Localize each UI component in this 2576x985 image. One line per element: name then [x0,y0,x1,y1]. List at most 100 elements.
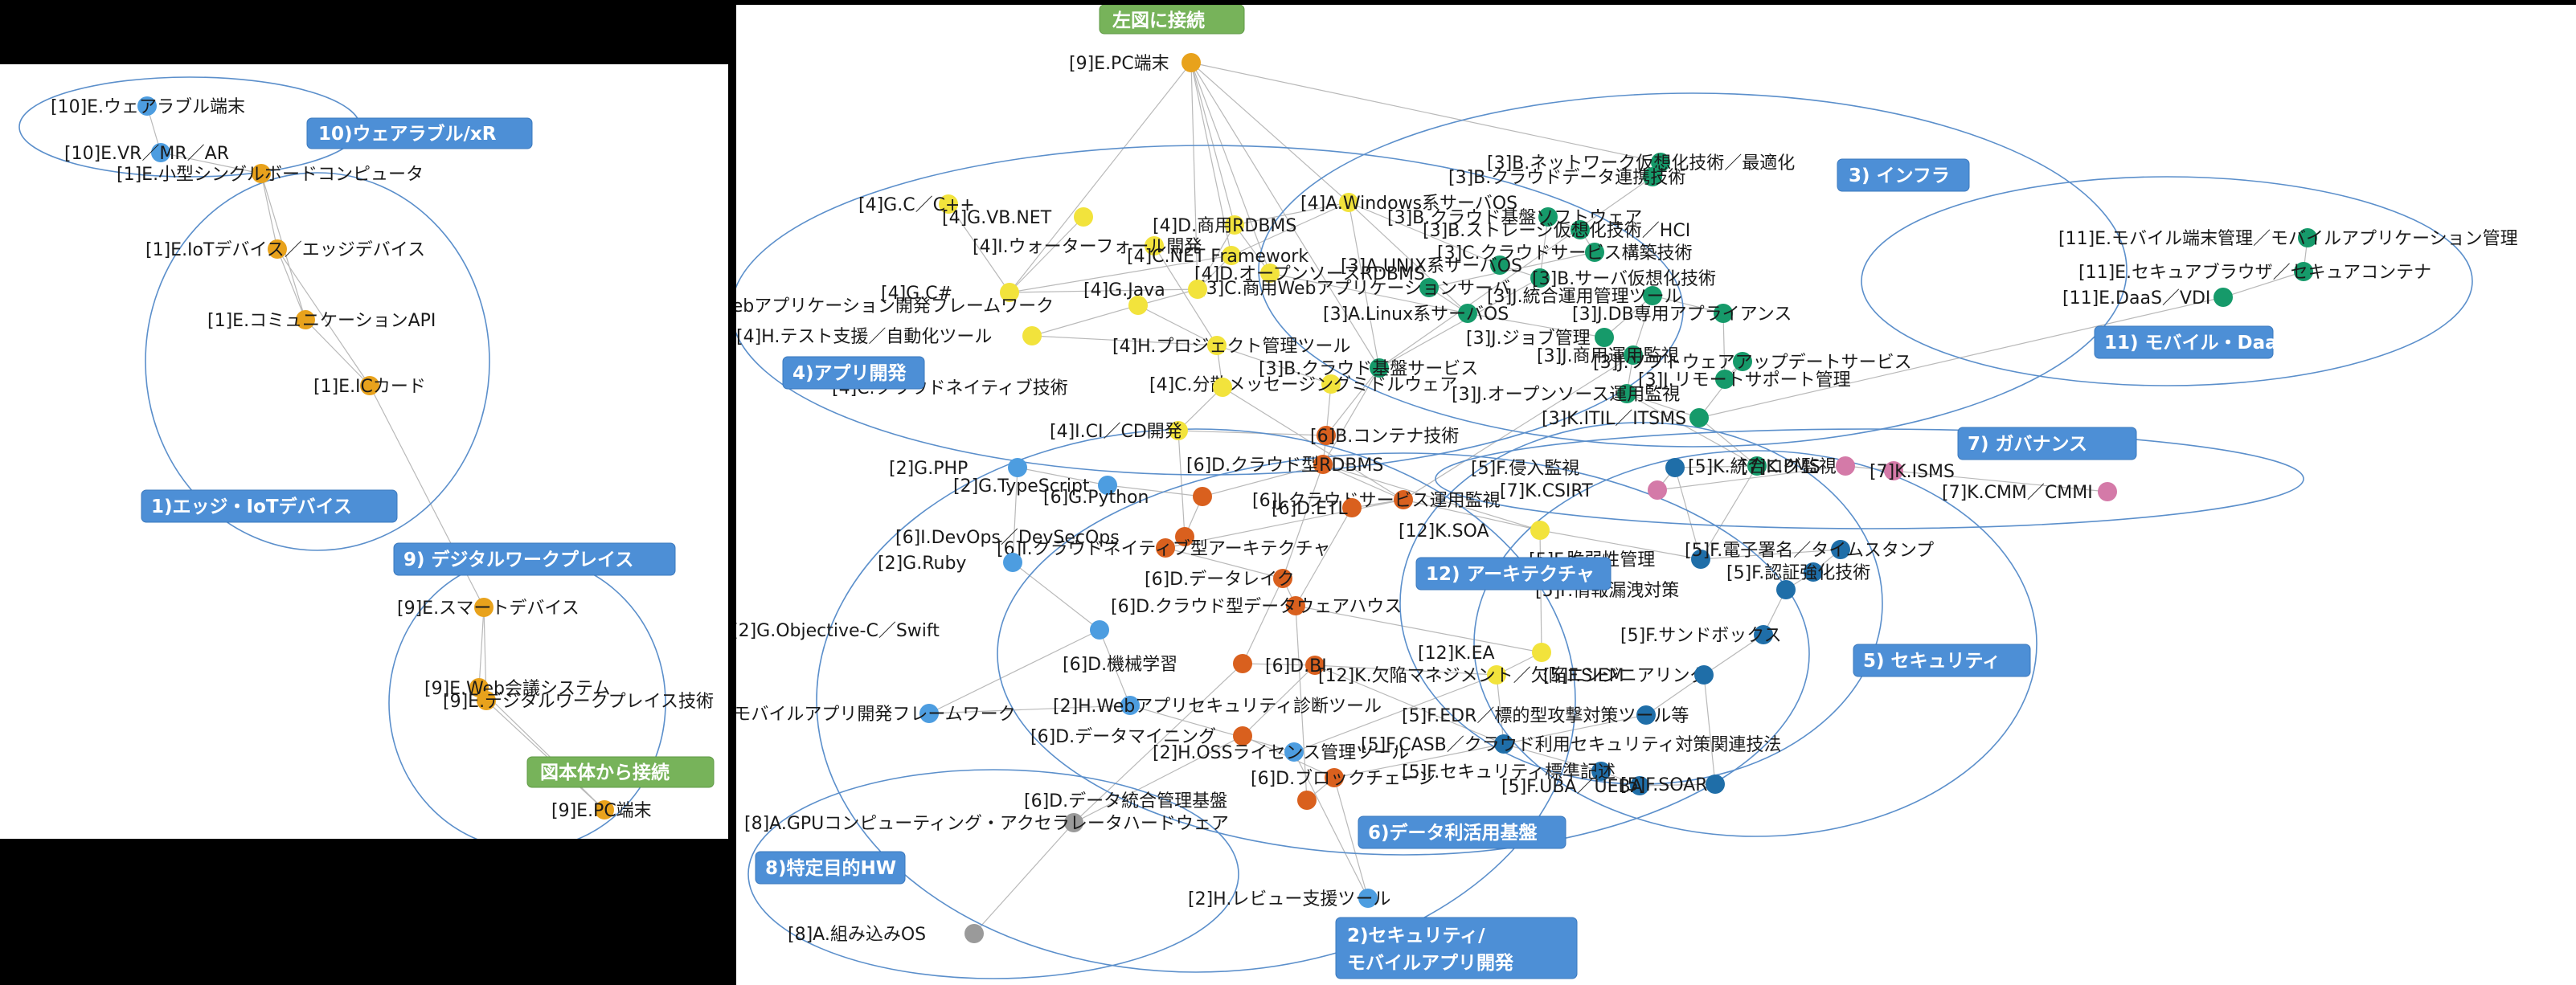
graph-node[interactable]: [4]H.テスト支援／自動化ツール [736,326,1042,347]
graph-node[interactable]: [3]J.商用運用監視 [1537,345,1679,366]
node-marker[interactable] [1831,540,1850,559]
node-marker[interactable] [1458,304,1477,323]
graph-node[interactable]: [1]E.ICカード [313,376,426,397]
node-marker[interactable] [1370,358,1389,378]
graph-node[interactable]: [2]G.TypeScript [953,476,1117,497]
graph-node[interactable]: [6]D.クラウド型データウェアハウス [1111,596,1402,617]
graph-node[interactable]: [10]E.ウェアラブル端末 [51,96,245,117]
node-marker[interactable] [1630,776,1649,795]
node-marker[interactable] [1008,458,1027,477]
node-marker[interactable] [1636,705,1656,725]
node-marker[interactable] [1273,569,1292,588]
node-marker[interactable] [360,376,379,395]
node-marker[interactable] [1643,167,1662,186]
node-marker[interactable] [1120,696,1140,715]
node-marker[interactable] [1156,538,1175,558]
graph-node[interactable]: [4]C.分散メッセージングミドルウェア [1149,374,1457,395]
graph-node[interactable]: [5]K.統合ログ監視 [1688,456,1837,477]
node-marker[interactable] [474,598,493,617]
node-marker[interactable] [1714,304,1733,323]
graph-node[interactable]: [6]D.データ統合管理基盤 [1024,791,1317,811]
graph-node[interactable]: [2]G.Objective-C／Swift [736,620,1109,641]
node-marker[interactable] [1665,458,1685,477]
graph-node[interactable]: [2]G.Ruby [878,553,1022,574]
graph-node[interactable]: [1]E.IoTデバイス／エッジデバイス [145,239,425,260]
node-marker[interactable] [1585,243,1604,262]
graph-node[interactable]: [7]K.CMM／CMMI [1942,482,2117,503]
node-marker[interactable] [1286,596,1305,615]
node-marker[interactable] [1233,654,1252,673]
node-marker[interactable] [1648,480,1667,500]
node-marker[interactable] [268,239,287,259]
node-marker[interactable] [1733,352,1752,371]
graph-node[interactable]: [4]A.Windows系サーバOS [1300,193,1517,214]
node-marker[interactable] [1313,455,1333,474]
node-marker[interactable] [1419,278,1439,297]
node-marker[interactable] [1532,643,1551,662]
node-marker[interactable] [1317,426,1336,445]
graph-node[interactable]: [3]A.Linux系サーバOS [1323,304,1509,325]
graph-node[interactable]: [4]D.オープンソースRDBMS [1194,264,1425,284]
node-marker[interactable] [252,164,271,183]
graph-node[interactable]: [6]G.Python [1043,487,1212,508]
node-marker[interactable] [1776,580,1796,599]
node-marker[interactable] [1169,421,1188,440]
graph-node[interactable]: [3]J.統合運用管理ツール [1487,286,1682,307]
node-marker[interactable] [1339,193,1358,212]
node-marker[interactable] [1342,498,1362,517]
node-marker[interactable] [1233,726,1252,746]
graph-node[interactable]: [5]F.CASB／クラウド利用セキュリティ対策関連技法 [1361,734,1781,755]
node-marker[interactable] [1494,734,1513,754]
node-marker[interactable] [1175,527,1194,546]
graph-node[interactable]: [5]F.侵入監視 [1471,458,1685,479]
graph-node[interactable]: [6]J.クラウドサービス運用監視 [1252,490,1501,511]
node-marker[interactable] [1591,762,1611,781]
node-marker[interactable] [1595,328,1614,347]
node-marker[interactable] [151,143,170,162]
node-marker[interactable] [1321,374,1341,394]
node-marker[interactable] [1706,775,1725,794]
node-marker[interactable] [2214,288,2233,307]
node-marker[interactable] [1074,207,1093,227]
graph-node[interactable]: [2]H.Webアプリセキュリティ診断ツール [1053,696,1382,717]
node-marker[interactable] [1617,384,1636,403]
graph-node[interactable]: [3]A.UNIX系サーバOS [1341,255,1522,276]
node-marker[interactable] [1090,620,1109,640]
graph-node[interactable]: [4]I.ウォーターフォール開発 [973,236,1202,257]
node-marker[interactable] [1651,153,1670,172]
graph-node[interactable]: [6]D.BI [1265,656,1327,676]
graph-node[interactable]: [2]H.モバイルアプリ開発フレームワーク [736,704,1016,725]
graph-node[interactable]: [12]K.SOA [1399,521,1550,542]
graph-node[interactable]: [3]C.商用Webアプリケーションサーバ [1199,278,1510,299]
node-marker[interactable] [1145,236,1164,255]
graph-node[interactable]: [3]K.ITIL／ITSMS [1542,408,1709,429]
node-marker[interactable] [1490,255,1509,275]
node-marker[interactable] [1225,215,1244,235]
graph-node[interactable]: [5]F.認証強化技術 [1726,562,1870,583]
graph-node[interactable]: [7]K.ISMS [1870,461,1955,482]
graph-node[interactable]: [7]K.PMS [1741,456,1855,477]
node-marker[interactable] [1022,326,1042,345]
graph-node[interactable]: [12]K.EA [1418,643,1551,664]
graph-node[interactable]: [12]K.欠陥マネジメント／欠陥エンジニアリング [1318,665,1708,686]
node-marker[interactable] [1222,246,1241,265]
node-marker[interactable] [1305,656,1325,675]
graph-node[interactable]: [6]I.クラウドネイティブ型アーキテクチャ [997,538,1330,559]
graph-node[interactable]: [3]J.DB専用アプライアンス [1572,304,1792,325]
graph-node[interactable]: [9]E.PC端末 [1069,53,1201,74]
graph-node[interactable]: [5]F.セキュリティ標準記述 [1402,762,1616,783]
node-marker[interactable] [1530,268,1550,288]
node-marker[interactable] [1804,562,1823,582]
node-marker[interactable] [296,310,315,329]
node-marker[interactable] [1182,53,1201,72]
node-marker[interactable] [1207,336,1227,355]
graph-node[interactable]: [6]D.データレイク [1145,569,1295,590]
graph-node[interactable]: [6]D.機械学習 [1063,654,1252,675]
graph-node[interactable]: [3]B.クラウド基盤ソフトウェア [1387,207,1642,228]
graph-node[interactable]: [9]E.デジタルワークプレイス技術 [443,691,714,712]
node-marker[interactable] [1689,408,1709,427]
graph-node[interactable]: [3]B.クラウドデータ連携技術 [1448,167,1685,188]
graph-node[interactable]: [3]J.オープンソース運用監視 [1452,384,1680,405]
graph-node[interactable]: [4]D.商用RDBMS [1153,215,1296,236]
graph-node[interactable]: [5]F.SOAR [1620,775,1725,795]
